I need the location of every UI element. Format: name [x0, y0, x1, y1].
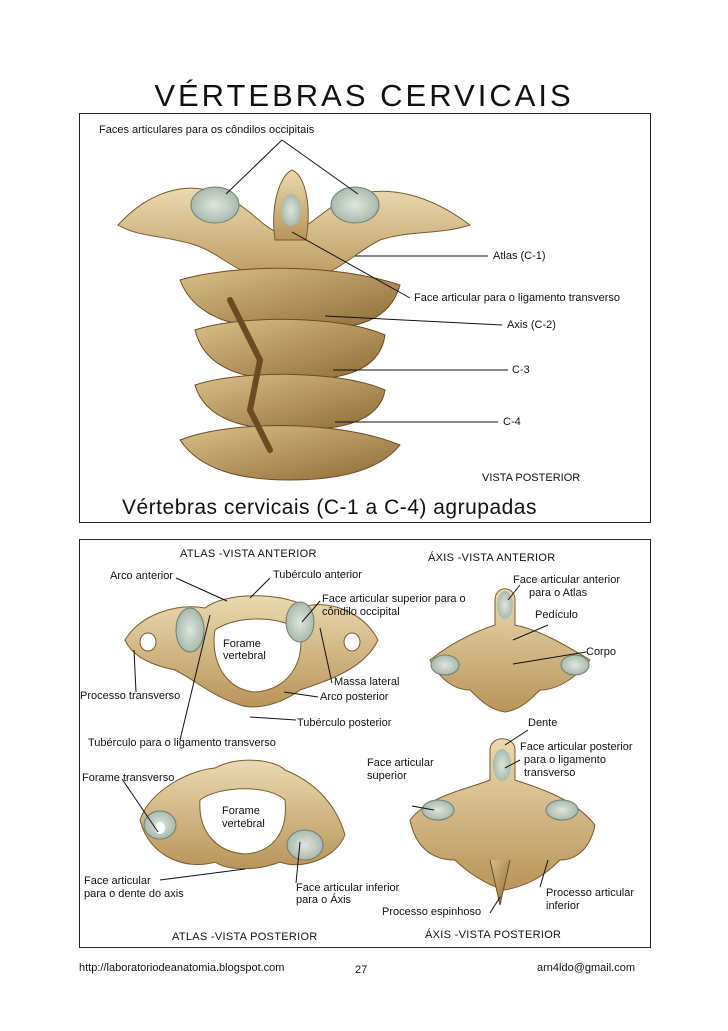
- header-atlas-posterior: ATLAS -VISTA POSTERIOR: [172, 931, 318, 943]
- top-panel-subtitle: Vértebras cervicais (C-1 a C-4) agrupada…: [122, 496, 537, 519]
- label-axis: Axis (C-2): [507, 319, 556, 331]
- bottom-leader-lines: [121, 577, 587, 914]
- label-face-inf-2: para o Áxis: [296, 894, 352, 906]
- label-arco-anterior: Arco anterior: [110, 570, 173, 582]
- label-corpo: Corpo: [586, 646, 616, 658]
- header-axis-anterior: ÁXIS -VISTA ANTERIOR: [428, 552, 556, 564]
- label-dente: Dente: [528, 717, 558, 729]
- label-forame-1: Forame: [223, 638, 261, 650]
- label-face-post-1: Face articular posterior: [520, 741, 633, 753]
- label-face-sup-2: superior: [367, 770, 407, 782]
- footer-page-number: 27: [355, 964, 368, 976]
- top-panel: [79, 113, 651, 523]
- label-processo-transverso: Processo transverso: [80, 690, 181, 702]
- label-forame-post-1: Forame: [222, 805, 260, 817]
- header-atlas-anterior: ATLAS -VISTA ANTERIOR: [180, 548, 317, 560]
- label-tuberculo-lig: Tubérculo para o ligamento transverso: [88, 737, 276, 749]
- atlas-anterior-illustration: [124, 595, 379, 708]
- label-massa-lateral: Massa lateral: [334, 676, 400, 688]
- label-tuberculo-posterior: Tubérculo posterior: [297, 717, 392, 729]
- label-proc-art-inf-1: Processo articular: [546, 887, 635, 899]
- label-face-dente-2: para o dente do axis: [84, 888, 184, 900]
- label-faces-occipitais: Faces articulares para os côndilos occip…: [99, 124, 315, 136]
- label-forame-2: vertebral: [223, 650, 266, 662]
- label-tuberculo-anterior: Tubérculo anterior: [273, 569, 362, 581]
- label-c3: C-3: [512, 364, 530, 376]
- label-face-sup-condilo-2: côndilo occipital: [322, 606, 400, 618]
- label-face-ant-2: para o Atlas: [529, 587, 588, 599]
- label-face-ant-1: Face articular anterior: [513, 574, 620, 586]
- bottom-panel: [79, 539, 651, 948]
- atlas-posterior-illustration: [139, 759, 346, 870]
- label-face-lig-transverso: Face articular para o ligamento transver…: [414, 292, 621, 304]
- axis-posterior-illustration: [409, 738, 596, 906]
- footer-email[interactable]: arn4ldo@gmail.com: [537, 962, 635, 974]
- label-forame-transverso: Forame transverso: [82, 772, 175, 784]
- cervical-stack-illustration: [117, 169, 472, 481]
- label-vista-posterior: VISTA POSTERIOR: [482, 472, 581, 484]
- page-title: VÉRTEBRAS CERVICAIS: [154, 78, 574, 113]
- label-atlas: Atlas (C-1): [493, 250, 546, 262]
- label-pediculo: Pedículo: [535, 609, 578, 621]
- label-arco-posterior: Arco posterior: [320, 691, 389, 703]
- top-leader-lines: [225, 139, 508, 423]
- label-processo-espinhoso: Processo espinhoso: [382, 906, 482, 918]
- label-c4: C-4: [503, 416, 521, 428]
- label-face-post-3: transverso: [524, 767, 576, 779]
- label-forame-post-2: vertebral: [222, 818, 265, 830]
- label-face-dente-1: Face articular: [84, 875, 151, 887]
- label-face-sup-1: Face articular: [367, 757, 434, 769]
- label-face-sup-condilo-1: Face articular superior para o: [322, 593, 466, 605]
- label-proc-art-inf-2: inferior: [546, 900, 580, 912]
- label-face-post-2: para o ligamento: [524, 754, 606, 766]
- label-face-inf-1: Face articular inferior: [296, 882, 400, 894]
- footer-url[interactable]: http://laboratoriodeanatomia.blogspot.co…: [79, 962, 285, 974]
- header-axis-posterior: ÁXIS -VISTA POSTERIOR: [425, 929, 562, 941]
